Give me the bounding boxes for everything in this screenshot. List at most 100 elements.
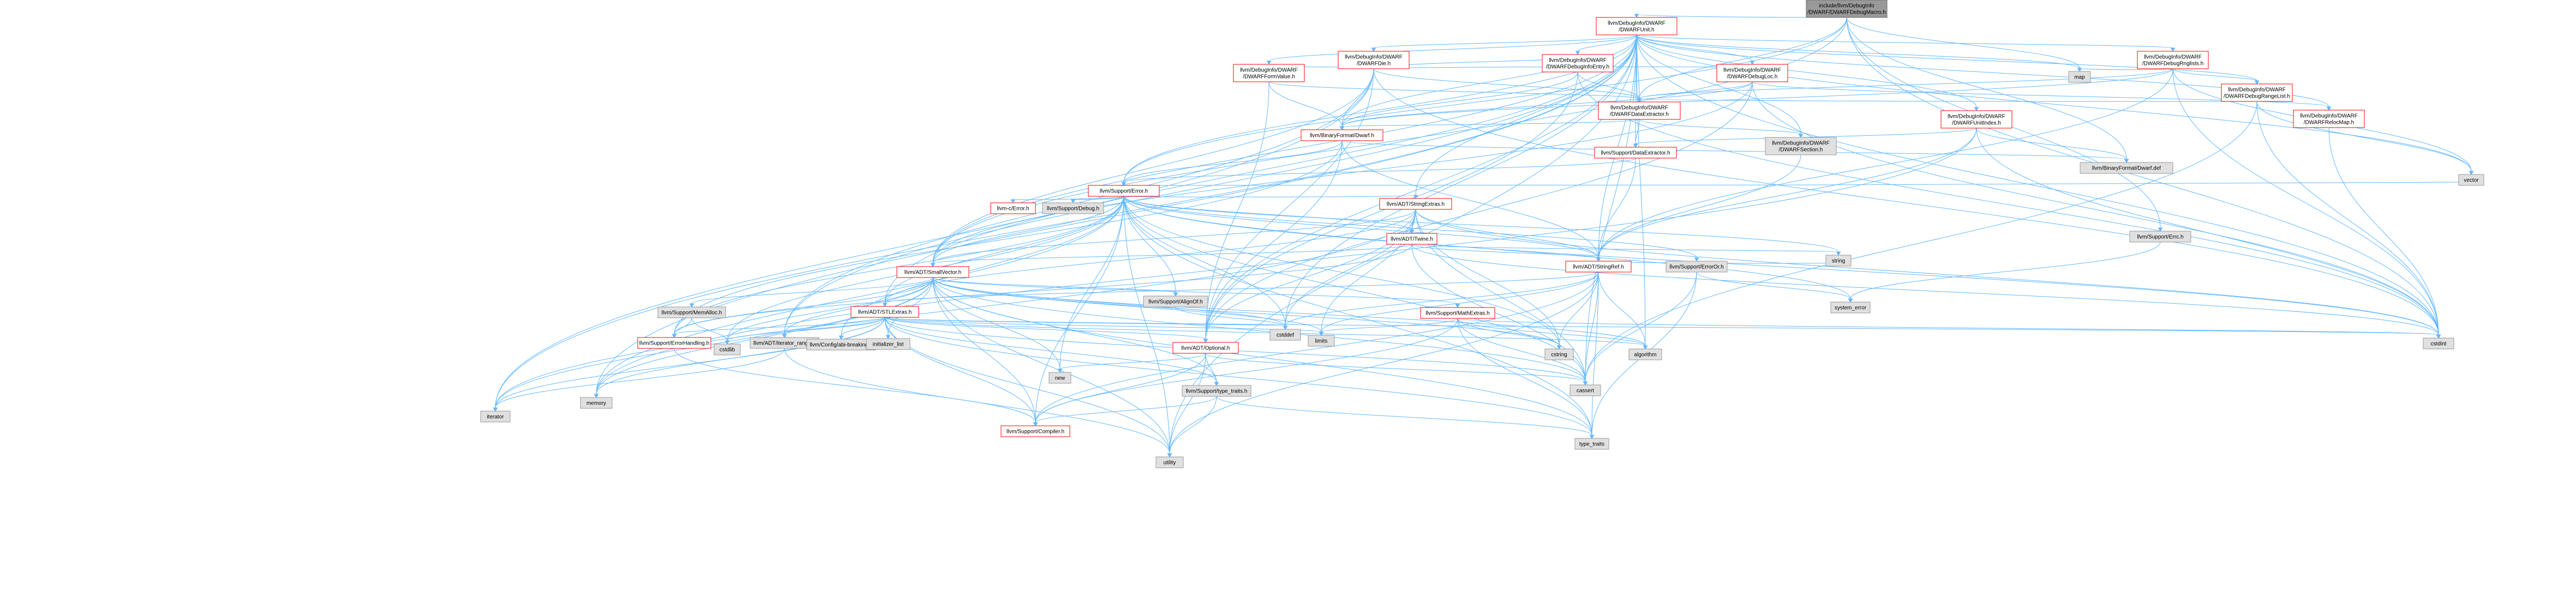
node-label-line: cstdint (2431, 341, 2447, 347)
node-llvm-debuginfo-dwarf-dwarfdie-h[interactable]: llvm/DebugInfo/DWARF/DWARFDie.h (1338, 51, 1410, 69)
node-algorithm[interactable]: algorithm (1628, 348, 1662, 360)
edge-n1-n39 (1283, 34, 1637, 330)
node-llvm-config-abi-breaking-h[interactable]: llvm/Config/abi-breaking.h (806, 339, 876, 351)
node-llvm-support-dataextractor-h[interactable]: llvm/Support/DataExtractor.h (1594, 147, 1677, 159)
node-label-line: llvm/ADT/iterator_range.h (753, 341, 816, 347)
node-llvm-support-errorhandling-h[interactable]: llvm/Support/ErrorHandling.h (637, 337, 711, 349)
node-llvm-support-error-h[interactable]: llvm/Support/Error.h (1088, 185, 1160, 197)
node-llvm-debuginfo-dwarf-dwarfdataextractor-h[interactable]: llvm/DebugInfo/DWARF/DWARFDataExtractor.… (1598, 101, 1681, 120)
node-initializer-list[interactable]: initializer_list (866, 338, 910, 350)
node-llvm-support-compiler-h[interactable]: llvm/Support/Compiler.h (1001, 425, 1070, 437)
node-label-line: /DWARFDebugRangeList.h (2224, 94, 2290, 100)
edge-n1-n5 (1636, 34, 1755, 65)
edge-n18-n21 (930, 209, 1416, 267)
edge-n18-n20 (1415, 209, 1601, 262)
edge-n30-n47 (1057, 353, 1206, 373)
node-llvm-support-alignof-h[interactable]: llvm/Support/AlignOf.h (1143, 296, 1208, 307)
node-label-line: llvm/DebugInfo/DWARF (1772, 141, 1830, 147)
node-label-line: utility (1164, 460, 1176, 466)
node-llvm-debuginfo-dwarf-dwarfdebugrnglists-h[interactable]: llvm/DebugInfo/DWARF/DWARFDebugRnglists.… (2137, 51, 2209, 69)
node-label-line: algorithm (1634, 352, 1656, 358)
edge-n9-n46 (594, 128, 1977, 398)
edge-n24-n30 (884, 317, 1208, 343)
node-llvm-support-errc-h[interactable]: llvm/Support/Errc.h (2129, 231, 2191, 243)
node-llvm-adt-stringextras-h[interactable]: llvm/ADT/StringExtras.h (1379, 198, 1452, 210)
node-llvm-debuginfo-dwarf-dwarfdebuginfoentry-h[interactable]: llvm/DebugInfo/DWARF/DWARFDebugInfoEntry… (1542, 54, 1614, 73)
node-cstring[interactable]: cstring (1544, 348, 1574, 360)
node-label-line: llvm/ADT/Twine.h (1391, 237, 1433, 243)
node-utility[interactable]: utility (1155, 456, 1184, 468)
node-llvm-debuginfo-dwarf-dwarfunitindex-h[interactable]: llvm/DebugInfo/DWARF/DWARFUnitIndex.h (1940, 110, 2012, 129)
node-label-line: /DWARFRelocMap.h (2304, 120, 2354, 126)
node-label-line: vector (2464, 178, 2479, 184)
node-label-line: memory (586, 401, 606, 407)
edge-n31-n32 (1033, 396, 1217, 426)
edge-n1-n45 (493, 34, 1637, 412)
node-memory[interactable]: memory (580, 397, 613, 409)
node-llvm-adt-twine-h[interactable]: llvm/ADT/Twine.h (1386, 233, 1437, 245)
edge-n26-n43 (691, 317, 730, 345)
edge-n18-n30 (1203, 209, 1416, 343)
edge-n13-n15 (1121, 158, 1636, 186)
node-string[interactable]: string (1825, 255, 1852, 267)
node-llvm-adt-stlextras-h[interactable]: llvm/ADT/STLExtras.h (850, 306, 919, 318)
edge-n30-n31 (1205, 353, 1219, 386)
node-cstdlib[interactable]: cstdlib (714, 343, 741, 355)
node-map[interactable]: map (2068, 71, 2091, 83)
node-llvm-debuginfo-dwarf-dwarfdebugloc-h[interactable]: llvm/DebugInfo/DWARF/DWARFDebugLoc.h (1716, 64, 1788, 82)
edge-n28-n32 (674, 348, 1038, 426)
node-llvm-support-mathextras-h[interactable]: llvm/Support/MathExtras.h (1420, 307, 1495, 319)
node-label-line: /DWARFSection.h (1779, 147, 1823, 153)
node-llvm-adt-optional-h[interactable]: llvm/ADT/Optional.h (1172, 342, 1239, 354)
node-label-line: llvm/Support/type_traits.h (1186, 389, 1248, 395)
node-llvm-debuginfo-dwarf-dwarfdebugrangelist-h[interactable]: llvm/DebugInfo/DWARF/DWARFDebugRangeList… (2221, 83, 2293, 102)
node-label-line: llvm/Support/Debug.h (1047, 206, 1099, 212)
node-label-line: llvm/DebugInfo/DWARF (1345, 55, 1403, 61)
node-llvm-debuginfo-dwarf-dwarfsection-h[interactable]: llvm/DebugInfo/DWARF/DWARFSection.h (1765, 137, 1837, 155)
node-llvm-support-debug-h[interactable]: llvm/Support/Debug.h (1042, 202, 1104, 214)
edge-n5-n12 (1339, 81, 1753, 130)
node-vector[interactable]: vector (2458, 174, 2484, 186)
node-limits[interactable]: limits (1308, 335, 1335, 347)
node-llvm-support-memalloc-h[interactable]: llvm/Support/MemAlloc.h (657, 306, 726, 318)
edge-n11-n20 (1596, 154, 1801, 262)
node-label-line: /DWARFUnit.h (1619, 27, 1654, 33)
node-cstdint[interactable]: cstdint (2423, 337, 2454, 349)
node-llvm-debuginfo-dwarf-dwarfunit-h[interactable]: llvm/DebugInfo/DWARF/DWARFUnit.h (1596, 17, 1678, 35)
node-llvm-binaryformat-dwarf-h[interactable]: llvm/BinaryFormat/Dwarf.h (1301, 129, 1383, 141)
node-label-line: llvm/DebugInfo/DWARF (2228, 87, 2286, 93)
node-llvm-support-type-traits-h[interactable]: llvm/Support/type_traits.h (1182, 385, 1251, 397)
node-llvm-adt-iterator-range-h[interactable]: llvm/ADT/iterator_range.h (750, 337, 819, 349)
node-llvm-c-error-h[interactable]: llvm-c/Error.h (990, 202, 1036, 214)
node-label-line: /DWARFDebugInfoEntry.h (1546, 64, 1609, 70)
edge-n15-n35 (1123, 182, 2474, 186)
node-llvm-support-erroror-h[interactable]: llvm/Support/ErrorOr.h (1666, 261, 1728, 273)
node-label-line: map (2074, 75, 2085, 81)
edge-n20-n24 (882, 272, 1599, 307)
node-label-line: llvm/DebugInfo/DWARF (1723, 68, 1781, 74)
node-llvm-binaryformat-dwarf-def[interactable]: llvm/BinaryFormat/Dwarf.def (2080, 162, 2173, 174)
node-label-line: llvm/Support/Errc.h (2137, 234, 2183, 240)
node-cstddef[interactable]: cstddef (1269, 329, 1301, 341)
edge-n31-n49 (1216, 396, 1595, 439)
node-llvm-adt-smallvector-h[interactable]: llvm/ADT/SmallVector.h (896, 266, 969, 278)
node-iterator[interactable]: iterator (480, 411, 511, 423)
node-label-line: system_error (1835, 305, 1867, 311)
node-label-line: llvm/Support/Compiler.h (1007, 429, 1064, 435)
node-llvm-debuginfo-dwarf-dwarfformvalue-h[interactable]: llvm/DebugInfo/DWARF/DWARFFormValue.h (1233, 64, 1305, 82)
node-llvm-adt-stringref-h[interactable]: llvm/ADT/StringRef.h (1565, 261, 1632, 273)
node-label-line: cassert (1577, 388, 1594, 394)
node-new[interactable]: new (1049, 372, 1071, 384)
edge-n20-n39 (1283, 272, 1599, 330)
node-system-error[interactable]: system_error (1830, 301, 1871, 313)
node-llvm-debuginfo-dwarf-dwarfrelocmap-h[interactable]: llvm/DebugInfo/DWARF/DWARFRelocMap.h (2293, 110, 2365, 128)
edge-n2-n21 (930, 68, 1374, 267)
edge-n7-n35 (2256, 101, 2474, 175)
node-label-line: llvm/ADT/Optional.h (1182, 346, 1230, 352)
node-type-traits[interactable]: type_traits (1574, 438, 1609, 450)
node-label-line: limits (1315, 339, 1328, 345)
edge-n25-n41 (1457, 318, 1648, 349)
node-cassert[interactable]: cassert (1569, 384, 1601, 396)
node-label-line: /DWARF/DWARFDebugMacro.h (1807, 10, 1886, 16)
